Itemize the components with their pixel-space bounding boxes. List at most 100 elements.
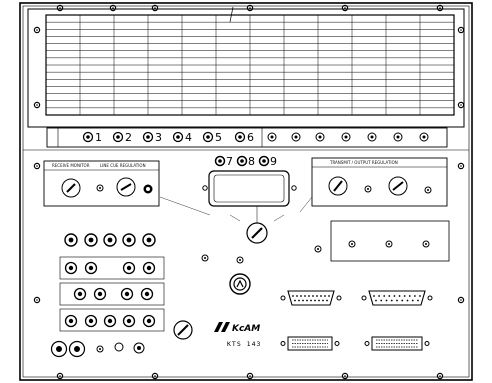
jack-icon[interactable] <box>103 314 117 328</box>
left-module: RECEIVE MONITOR LINE CUE REGULATION <box>43 160 160 207</box>
screw-icon <box>109 4 117 12</box>
left-module-title2: LINE CUE REGULATION <box>100 163 146 168</box>
jack-icon[interactable] <box>234 131 246 143</box>
knob-icon[interactable] <box>388 176 408 196</box>
jack-icon[interactable] <box>291 132 301 142</box>
knob-icon[interactable] <box>116 177 136 197</box>
panel-screws <box>33 4 465 380</box>
toggle-icon[interactable] <box>96 345 104 353</box>
jack-icon[interactable] <box>267 132 277 142</box>
toggle-icon[interactable] <box>364 185 372 193</box>
toggle-icon[interactable] <box>422 240 430 248</box>
jack-icon[interactable] <box>122 314 136 328</box>
screw-icon <box>151 372 159 380</box>
jack-icon[interactable] <box>50 340 68 358</box>
connector-icon[interactable] <box>364 336 430 351</box>
toggle-icon[interactable] <box>236 256 244 264</box>
meter-window <box>208 170 290 207</box>
brand-text: KcAM <box>232 324 260 334</box>
grid-lines <box>46 15 454 115</box>
jack-icon[interactable] <box>122 233 136 247</box>
screw-icon <box>457 296 465 304</box>
knob-icon[interactable] <box>328 176 348 196</box>
jack-icon[interactable] <box>112 131 124 143</box>
right-module-title: TRANSMIT / OUTPUT REGULATION <box>329 160 398 165</box>
jack-icon[interactable] <box>84 261 98 275</box>
jacks-7-8-9: 7 8 9 <box>214 155 277 168</box>
jack-icon[interactable] <box>143 184 153 194</box>
jack-icon[interactable] <box>142 314 156 328</box>
right-module: TRANSMIT / OUTPUT REGULATION <box>311 157 448 207</box>
left-module-title: RECEIVE MONITOR <box>52 163 90 168</box>
inner-frame <box>22 5 470 378</box>
jack-icon[interactable] <box>202 131 214 143</box>
jack-icon[interactable] <box>142 261 156 275</box>
knob-icon[interactable] <box>133 342 145 354</box>
screw-icon <box>33 26 41 34</box>
jack-icon[interactable] <box>142 131 154 143</box>
jack-icon[interactable] <box>68 340 86 358</box>
toggle-icon[interactable] <box>314 245 322 253</box>
jack-icon[interactable] <box>315 132 325 142</box>
toggle-icon[interactable] <box>385 240 393 248</box>
jack-icon[interactable] <box>367 132 377 142</box>
patch-jacks: 1 2 3 4 5 6 <box>57 128 429 147</box>
patch-number: 1 <box>95 131 102 144</box>
logo-icon: KcAM <box>214 322 260 334</box>
jack-icon[interactable] <box>142 233 156 247</box>
jack-number: 7 <box>226 155 233 168</box>
toggle-icon[interactable] <box>96 184 104 192</box>
jack-icon[interactable] <box>73 287 87 301</box>
jack-icon[interactable] <box>419 132 429 142</box>
jack-icon[interactable] <box>64 314 78 328</box>
jack-icon[interactable] <box>258 155 270 167</box>
patch-number: 3 <box>155 131 162 144</box>
knob-icon[interactable] <box>246 222 268 244</box>
knob-icon[interactable] <box>61 178 81 198</box>
top-section <box>27 8 465 128</box>
patch-number: 2 <box>125 131 132 144</box>
patch-number: 5 <box>215 131 222 144</box>
jack-icon[interactable] <box>393 132 403 142</box>
patch-strip <box>46 127 448 148</box>
screw-icon <box>457 26 465 34</box>
jack-icon[interactable] <box>82 131 94 143</box>
jack-icon[interactable] <box>120 287 134 301</box>
jack-icon[interactable] <box>172 131 184 143</box>
indicator-lamp <box>114 342 124 352</box>
patch-number: 6 <box>247 131 254 144</box>
toggle-icon[interactable] <box>348 240 356 248</box>
jack-icon[interactable] <box>84 314 98 328</box>
jack-number: 9 <box>270 155 277 168</box>
jack-icon[interactable] <box>229 273 251 295</box>
jack-icon[interactable] <box>103 233 117 247</box>
connector-icon[interactable] <box>280 290 342 306</box>
model-number: KTS 143 <box>227 340 261 348</box>
screw-icon <box>341 372 349 380</box>
jack-icon[interactable] <box>84 233 98 247</box>
jack-icon[interactable] <box>236 155 248 167</box>
screw-icon <box>33 101 41 109</box>
jack-icon[interactable] <box>140 287 154 301</box>
jack-icon[interactable] <box>93 287 107 301</box>
screw-icon <box>341 4 349 12</box>
connector-icon[interactable] <box>280 336 340 351</box>
jack-icon[interactable] <box>341 132 351 142</box>
jack-icon[interactable] <box>214 155 226 167</box>
toggle-icon[interactable] <box>424 186 432 194</box>
connector-icon[interactable] <box>361 290 433 306</box>
jack-icon[interactable] <box>122 261 136 275</box>
jack-number: 8 <box>248 155 255 168</box>
knob-icon[interactable] <box>173 320 193 340</box>
lower-jack-field <box>59 233 165 332</box>
toggle-icon[interactable] <box>201 254 209 262</box>
right-aux-panel <box>330 220 450 262</box>
d-sub-connectors <box>280 290 433 351</box>
jack-icon[interactable] <box>64 233 78 247</box>
patch-number: 4 <box>185 131 192 144</box>
screw-icon <box>56 4 64 12</box>
screw-icon <box>457 162 465 170</box>
jack-icon[interactable] <box>64 261 78 275</box>
